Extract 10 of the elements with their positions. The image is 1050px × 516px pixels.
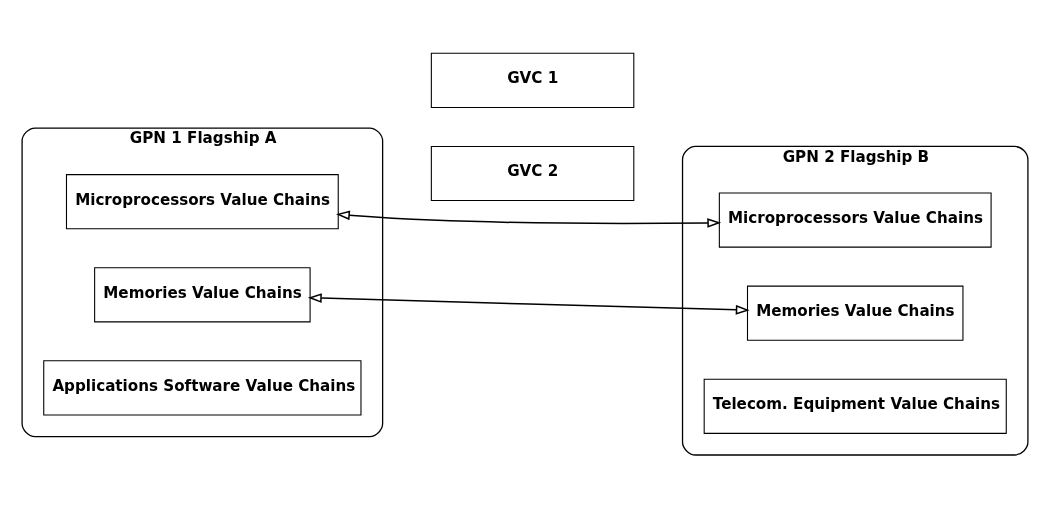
node-box: Memories Value Chains [746, 285, 964, 341]
node-box: GVC 1 [430, 52, 635, 108]
arrow [307, 292, 750, 315]
arrow [336, 209, 722, 228]
node-box: Telecom. Equipment Value Chains [703, 378, 1007, 434]
node-box: Microprocessors Value Chains [718, 191, 992, 248]
node-box: Microprocessors Value Chains [65, 173, 339, 229]
node-box: Memories Value Chains [94, 266, 311, 322]
node-box: GVC 2 [430, 145, 635, 201]
node-box: Applications Software Value Chains [43, 359, 362, 415]
